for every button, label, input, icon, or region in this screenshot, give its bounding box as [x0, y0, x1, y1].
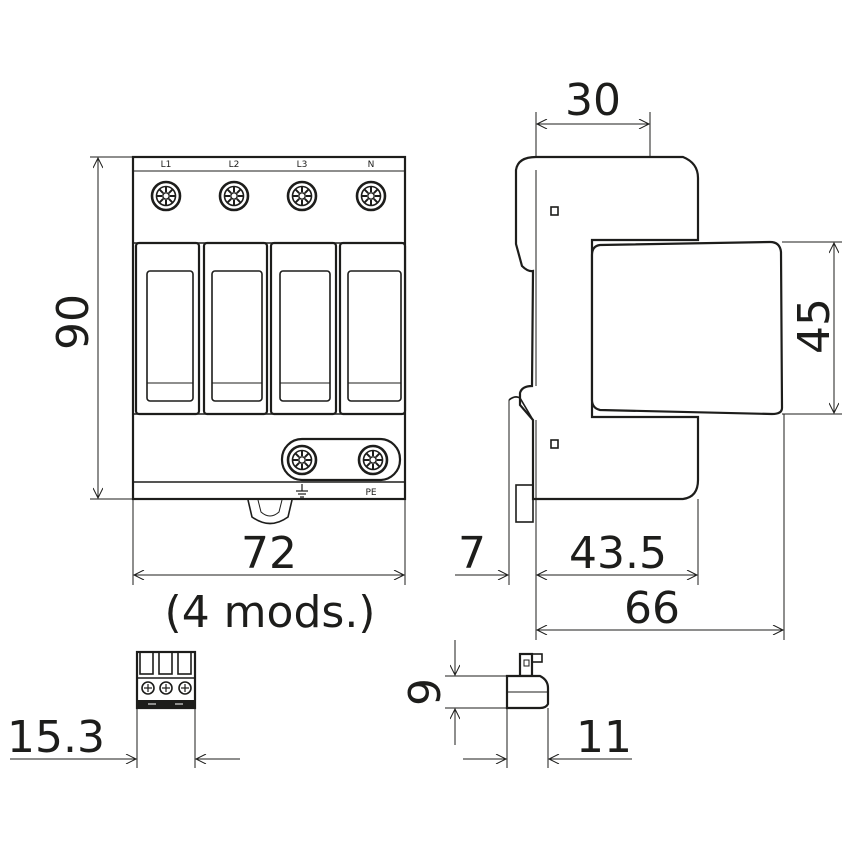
width-note: (4 mods.) [165, 587, 376, 638]
status-window [550, 439, 559, 449]
depth-total-dimension-label: 66 [624, 583, 680, 634]
terminal-label-n: N [368, 160, 375, 170]
side-view: 30 45 7 43.5 66 [455, 75, 842, 640]
plug-screw-icon [178, 681, 192, 695]
plug-screw-icon [141, 681, 155, 695]
width-dimension-label: 72 [241, 528, 297, 579]
terminal-label-l1: L1 [161, 160, 172, 170]
right-dimension-label: 45 [789, 298, 840, 354]
terminal-screw-icon [355, 180, 387, 212]
status-window [550, 206, 559, 216]
plug-height-dimension-label: 9 [400, 678, 451, 706]
plug-side-view: 9 11 [400, 640, 632, 768]
terminal-screw-icon [150, 180, 182, 212]
rail-dimension-label: 7 [458, 528, 486, 579]
terminal-label-l3: L3 [297, 160, 308, 170]
plug-body [135, 650, 197, 710]
side-body [514, 155, 700, 501]
terminal-label-l2: L2 [229, 160, 240, 170]
front-view: L1 L2 L3 N [48, 155, 407, 638]
terminal-screw-icon [218, 180, 250, 212]
plug-screw-icon [159, 681, 173, 695]
pe-label: PE [365, 488, 376, 498]
protection-modules [134, 241, 407, 416]
din-clip [247, 499, 293, 525]
terminal-screw-icon [286, 444, 318, 476]
plug-side-width-dimension-label: 11 [576, 712, 632, 763]
terminal-screw-icon [286, 180, 318, 212]
module-side [590, 240, 784, 416]
plug-width-dimension-label: 15.3 [7, 712, 105, 763]
height-dimension-label: 90 [48, 294, 99, 350]
terminal-screw-icon [357, 444, 389, 476]
depth-mid-dimension-label: 43.5 [569, 528, 667, 579]
top-dimension-label: 30 [565, 75, 621, 126]
plug-front-view: 15.3 [7, 650, 240, 768]
ground-symbol-icon [296, 484, 308, 498]
